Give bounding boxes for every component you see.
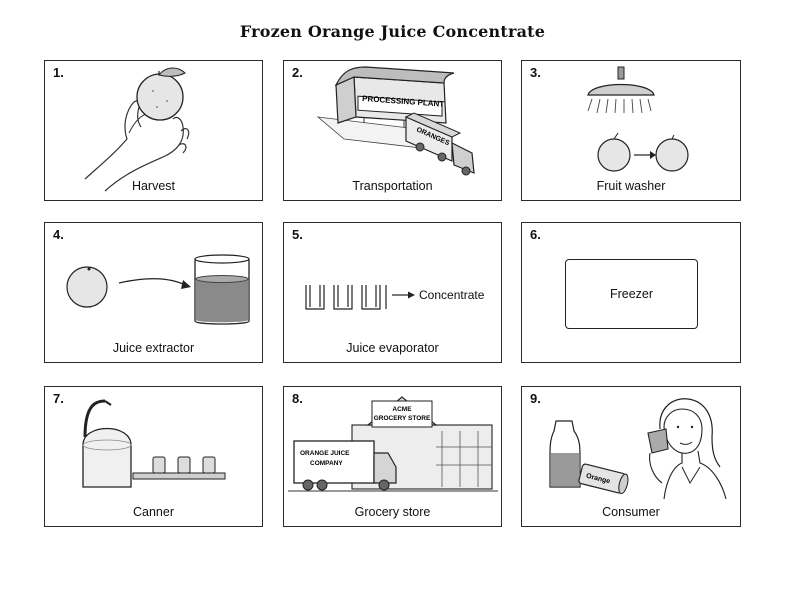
step-caption: Juice extractor: [112, 341, 195, 355]
step-number: 9.: [530, 391, 541, 406]
truck-company-line2: COMPANY: [310, 460, 343, 467]
step-number: 8.: [292, 391, 303, 406]
diagram-title: Frozen Orange Juice Concentrate: [239, 22, 546, 41]
shower-washer-illustration: [522, 61, 742, 202]
step-caption: Grocery store: [354, 505, 431, 519]
step-panel-transportation: PROCESSING PLANT ORANGES 2. Transportati…: [283, 60, 502, 201]
processing-plant-illustration: PROCESSING PLANT ORANGES: [284, 61, 503, 202]
step-caption: Transportation: [352, 179, 433, 193]
step-caption: Consumer: [602, 505, 660, 519]
step-panel-juice-extractor: 4. Juice extractor: [44, 222, 263, 363]
step-number: 4.: [53, 227, 64, 242]
step-panel-freezer: Freezer 6.: [521, 222, 741, 363]
step-caption: Fruit washer: [596, 179, 666, 193]
hand-holding-orange-illustration: [45, 61, 264, 202]
step-number: 1.: [53, 65, 64, 80]
canning-machine-illustration: [45, 387, 264, 528]
step-panel-grocery-store: ACME GROCERY STORE ORANGE JUICE COMPANY …: [283, 386, 502, 527]
step-panel-fruit-washer: 3. Fruit washer: [521, 60, 741, 201]
step-panel-consumer: Orange 9. Consumer: [521, 386, 741, 527]
step-panel-canner: 7. Canner: [44, 386, 263, 527]
store-sign-line1: ACME: [392, 406, 412, 413]
truck-company-line1: ORANGE JUICE: [300, 450, 350, 457]
freezer-label: Freezer: [609, 287, 654, 301]
orange-to-glass-illustration: [45, 223, 264, 364]
step-number: 7.: [53, 391, 64, 406]
step-number: 3.: [530, 65, 541, 80]
step-caption: Canner: [133, 505, 174, 519]
step-caption: Harvest: [131, 179, 176, 193]
step-caption: Juice evaporator: [346, 341, 439, 355]
store-sign-line2: GROCERY STORE: [374, 415, 431, 422]
step-panel-harvest: 1. Harvest: [44, 60, 263, 201]
step-number: 2.: [292, 65, 303, 80]
freezer-box: Freezer: [565, 259, 698, 329]
consumer-drinking-illustration: Orange: [522, 387, 742, 528]
step-number: 6.: [530, 227, 541, 242]
step-panel-juice-evaporator: Concentrate 5. Juice evaporator: [283, 222, 502, 363]
step-number: 5.: [292, 227, 303, 242]
grocery-store-illustration: ACME GROCERY STORE ORANGE JUICE COMPANY: [284, 387, 503, 528]
evaporator-tubes-illustration: Concentrate: [284, 223, 503, 364]
concentrate-label: Concentrate: [419, 288, 485, 302]
